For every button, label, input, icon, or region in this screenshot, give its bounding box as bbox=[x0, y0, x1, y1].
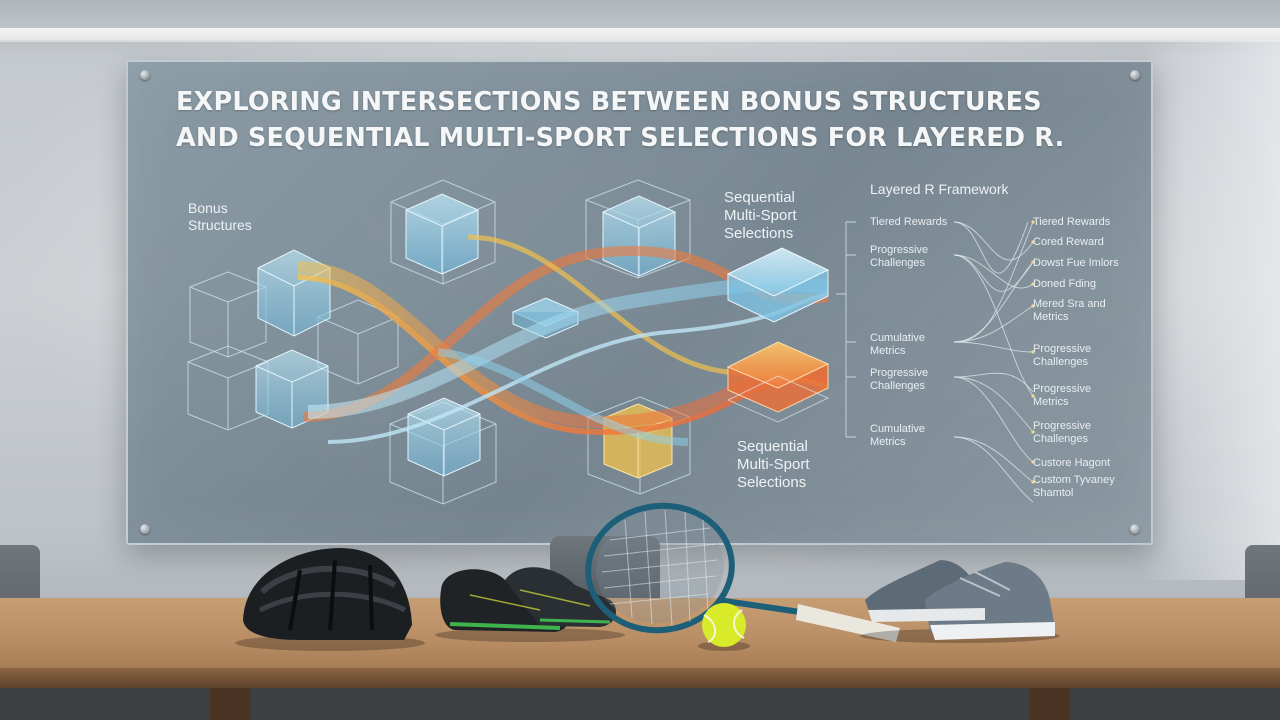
tennis-ball-icon bbox=[698, 603, 750, 651]
node-text: Shamtol bbox=[1033, 487, 1074, 499]
mount-pin-icon bbox=[1130, 524, 1140, 534]
table-leg bbox=[1030, 688, 1070, 720]
label-line: Structures bbox=[188, 217, 252, 233]
title-line-2: AND SEQUENTIAL MULTI-SPORT SELECTIONS FO… bbox=[176, 123, 1065, 153]
node-text: Custom Tyvaney bbox=[1033, 474, 1115, 486]
mount-pin-icon bbox=[140, 524, 150, 534]
label-line: Selections bbox=[724, 225, 794, 242]
label-line: Multi-Sport bbox=[724, 207, 797, 224]
output-slabs bbox=[726, 247, 830, 423]
tennis-racket-icon bbox=[585, 502, 900, 642]
label-line: Bonus bbox=[188, 200, 228, 216]
node-text: Metrics bbox=[870, 345, 906, 357]
diagram-graphic bbox=[187, 179, 1035, 505]
label-line: Selections bbox=[737, 474, 807, 491]
node-text: Challenges bbox=[1033, 356, 1089, 368]
framework-connectors bbox=[836, 221, 1034, 503]
node-text: Progressive bbox=[870, 367, 929, 379]
panel-title: EXPLORING INTERSECTIONS BETWEEN BONUS ST… bbox=[176, 84, 1126, 156]
framework-dots bbox=[1031, 220, 1035, 484]
ceiling-light bbox=[0, 28, 1280, 42]
node-text: Progressive bbox=[1033, 420, 1092, 432]
node-text: Challenges bbox=[870, 257, 926, 269]
node-text: Challenges bbox=[1033, 433, 1089, 445]
bike-helmet-icon bbox=[235, 548, 425, 651]
label-line: Multi-Sport bbox=[737, 456, 810, 473]
node-text: Tiered Rewards bbox=[1033, 216, 1111, 228]
node-text: Tiered Rewards bbox=[870, 216, 948, 228]
framework-right-node: Cored Reward bbox=[1033, 236, 1104, 249]
node-text: Progressive bbox=[1033, 383, 1092, 395]
node-text: Progressive bbox=[870, 244, 929, 256]
table-edge bbox=[0, 668, 1280, 688]
node-text: Doned Fding bbox=[1033, 278, 1096, 290]
framework-right-node: Doned Fding bbox=[1033, 278, 1096, 291]
node-text: Cored Reward bbox=[1033, 236, 1104, 248]
table-top bbox=[0, 598, 1280, 668]
bonus-structures-label: Bonus Structures bbox=[188, 200, 252, 234]
node-text: Dowst Fue Imlors bbox=[1033, 257, 1119, 269]
glass-display-panel: EXPLORING INTERSECTIONS BETWEEN BONUS ST… bbox=[126, 60, 1153, 545]
mount-pin-icon bbox=[140, 70, 150, 80]
node-text: Metrics bbox=[1033, 396, 1069, 408]
mount-pin-icon bbox=[1130, 70, 1140, 80]
framework-right-node: Tiered Rewards bbox=[1033, 216, 1110, 229]
sequential-selections-top-label: Sequential Multi-Sport Selections bbox=[724, 189, 797, 243]
cleats-icon bbox=[435, 567, 625, 642]
title-line-1: EXPLORING INTERSECTIONS BETWEEN BONUS ST… bbox=[176, 87, 1042, 117]
node-text: Metrics bbox=[1033, 311, 1069, 323]
label-line: Sequential bbox=[724, 189, 795, 206]
node-text: Cumulative bbox=[870, 423, 926, 435]
framework-left-node: Tiered Rewards bbox=[870, 216, 947, 229]
framework-right-node: Custore Hagont bbox=[1033, 457, 1110, 470]
label-line: Sequential bbox=[737, 438, 808, 455]
framework-right-node: Dowst Fue Imlors bbox=[1033, 257, 1119, 270]
node-text: Metrics bbox=[870, 436, 906, 448]
node-text: Custore Hagont bbox=[1033, 457, 1111, 469]
node-text: Cumulative bbox=[870, 332, 926, 344]
window-light bbox=[1140, 40, 1280, 580]
sequential-selections-bottom-label: Sequential Multi-Sport Selections bbox=[737, 438, 810, 492]
node-text: Challenges bbox=[870, 380, 926, 392]
running-shoes-icon bbox=[860, 560, 1060, 643]
node-text: Mered Sra and bbox=[1033, 298, 1106, 310]
node-text: Progressive bbox=[1033, 343, 1092, 355]
framework-title: Layered R Framework bbox=[870, 181, 1009, 197]
table-leg bbox=[210, 688, 250, 720]
